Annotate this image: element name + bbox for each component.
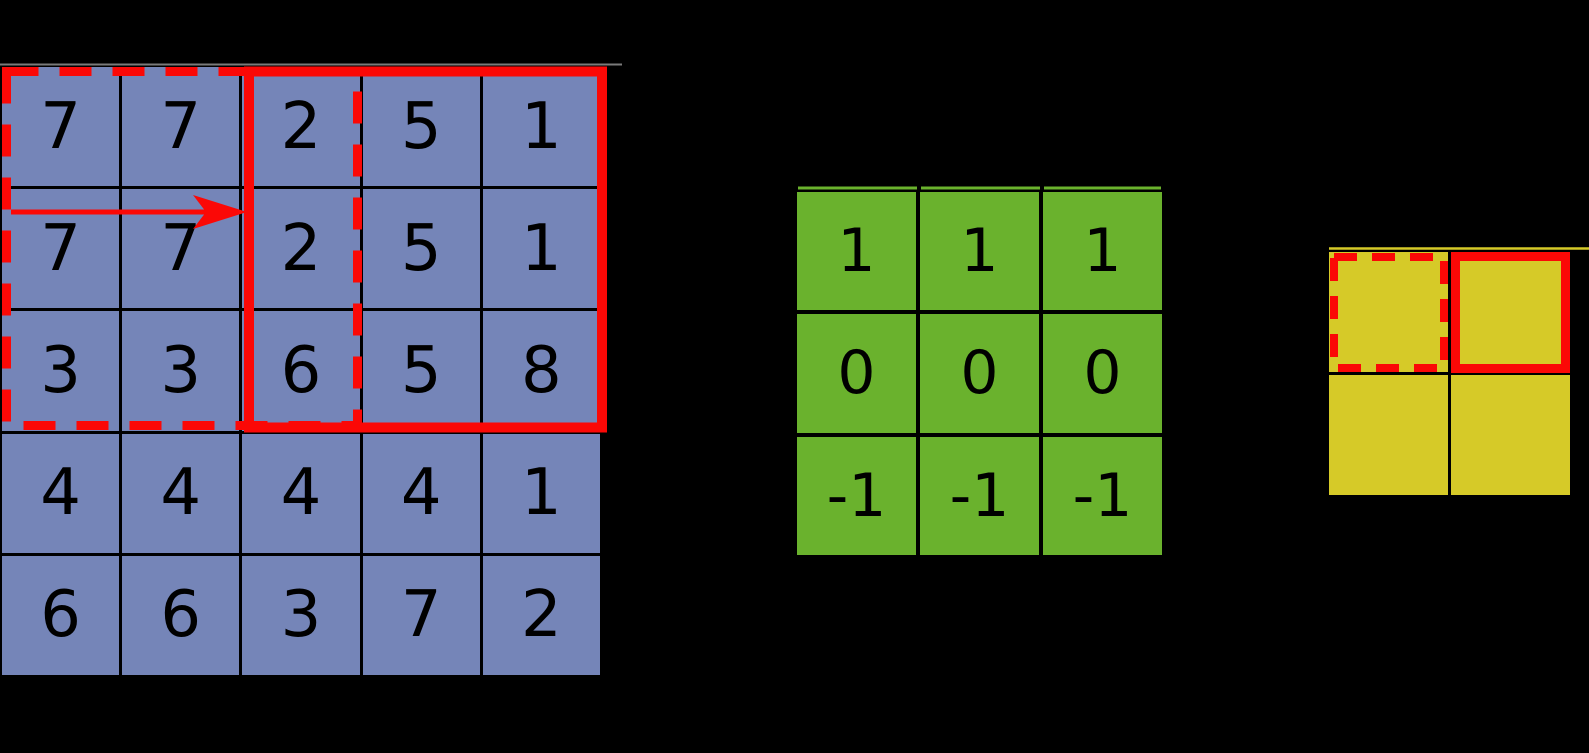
output-cell xyxy=(1329,375,1448,495)
kernel-cell: 1 xyxy=(797,192,916,311)
input-cell: 2 xyxy=(242,189,360,309)
input-cell: 7 xyxy=(122,67,240,187)
output-matrix xyxy=(1329,252,1570,495)
kernel-cell: -1 xyxy=(920,436,1039,555)
input-cell: 5 xyxy=(362,189,480,309)
input-cell: 4 xyxy=(242,433,360,553)
input-cell: 5 xyxy=(362,67,480,187)
kernel-cell: -1 xyxy=(797,436,916,555)
input-cell: 5 xyxy=(362,311,480,431)
input-cell: 4 xyxy=(122,433,240,553)
kernel-cell: 1 xyxy=(1043,192,1162,311)
output-cell xyxy=(1451,375,1570,495)
input-cell: 1 xyxy=(482,433,600,553)
input-cell: 1 xyxy=(482,67,600,187)
kernel-cell: 1 xyxy=(920,192,1039,311)
kernel-cell: 0 xyxy=(797,314,916,433)
input-cell: 4 xyxy=(362,433,480,553)
input-cell: 3 xyxy=(242,555,360,675)
input-cell: 7 xyxy=(362,555,480,675)
input-cell: 2 xyxy=(482,555,600,675)
input-cell: 6 xyxy=(242,311,360,431)
input-cell: 4 xyxy=(2,433,120,553)
input-cell: 6 xyxy=(122,555,240,675)
input-cell: 2 xyxy=(242,67,360,187)
input-cell: 7 xyxy=(2,189,120,309)
input-cell: 3 xyxy=(122,311,240,431)
input-cell: 3 xyxy=(2,311,120,431)
output-cell xyxy=(1451,252,1570,372)
input-cell: 7 xyxy=(122,189,240,309)
kernel-cell: 0 xyxy=(920,314,1039,433)
input-cell: 6 xyxy=(2,555,120,675)
output-cell xyxy=(1329,252,1448,372)
kernel-cell: -1 xyxy=(1043,436,1162,555)
input-cell: 8 xyxy=(482,311,600,431)
input-cell: 7 xyxy=(2,67,120,187)
input-cell: 1 xyxy=(482,189,600,309)
kernel-cell: 0 xyxy=(1043,314,1162,433)
